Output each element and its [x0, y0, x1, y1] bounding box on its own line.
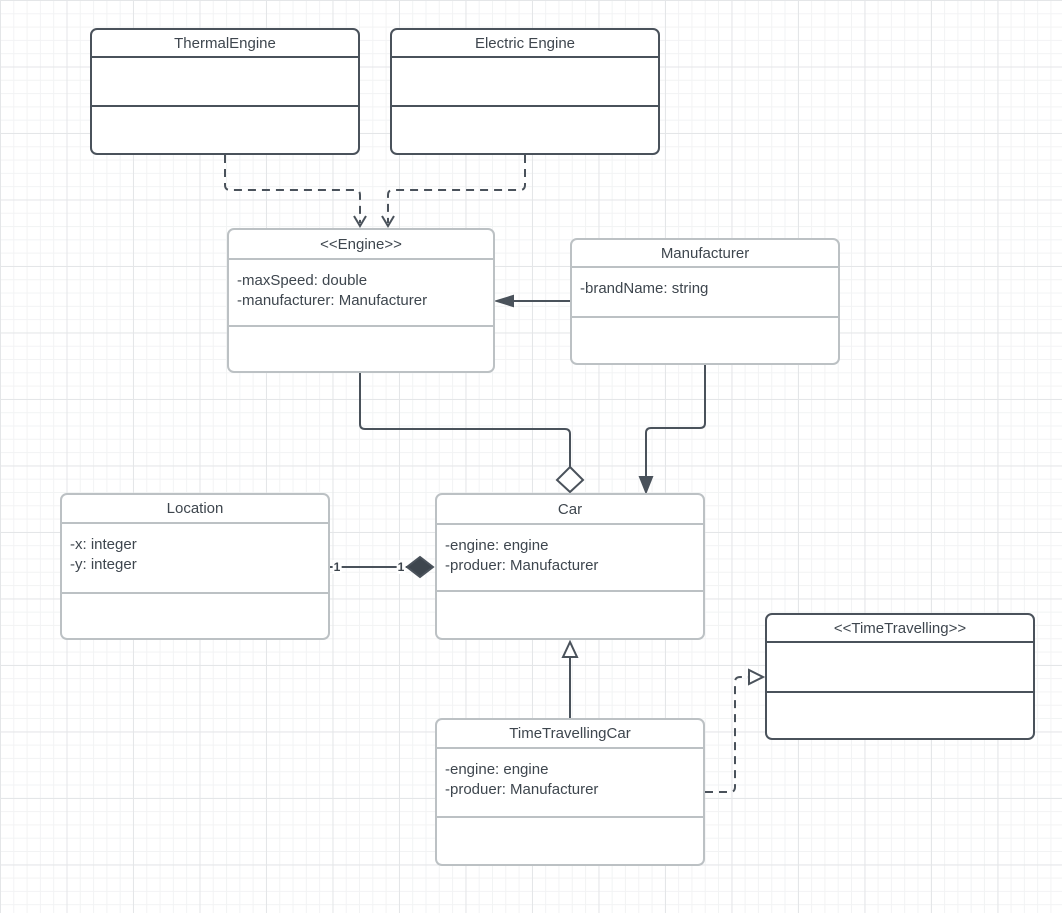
- hollow-triangle-icon: [748, 668, 766, 686]
- attribute: -maxSpeed: double: [237, 272, 368, 289]
- attribute: -x: integer: [70, 536, 137, 553]
- edge-electricengine-to-engine[interactable]: [381, 155, 526, 228]
- class-attributes: -x: integer -y: integer: [62, 524, 328, 594]
- filled-arrow-icon: [493, 294, 514, 308]
- class-title: Electric Engine: [392, 30, 658, 58]
- class-attributes: -maxSpeed: double -manufacturer: Manufac…: [229, 260, 493, 327]
- class-attributes: [92, 58, 358, 107]
- attribute: -engine: engine: [445, 537, 549, 554]
- class-title: Car: [437, 495, 703, 525]
- attribute: -produer: Manufacturer: [445, 781, 599, 798]
- attribute: -y: integer: [70, 556, 137, 573]
- class-manufacturer[interactable]: Manufacturer -brandName: string: [570, 238, 840, 365]
- class-attributes: -brandName: string: [572, 268, 838, 318]
- class-car[interactable]: Car -engine: engine -produer: Manufactur…: [435, 493, 705, 640]
- open-arrow-icon: [381, 215, 395, 228]
- open-arrow-icon: [353, 215, 367, 228]
- hollow-diamond-icon: [555, 465, 585, 494]
- class-title: Manufacturer: [572, 240, 838, 268]
- attribute: -manufacturer: Manufacturer: [237, 292, 428, 309]
- edge-location-to-car[interactable]: [330, 555, 435, 579]
- class-title: TimeTravellingCar: [437, 720, 703, 749]
- multiplicity-label-location: 1: [332, 560, 342, 574]
- class-attributes: [392, 58, 658, 107]
- filled-arrow-icon: [638, 476, 654, 495]
- class-electric-engine[interactable]: Electric Engine: [390, 28, 660, 155]
- class-title: ThermalEngine: [92, 30, 358, 58]
- attribute: -brandName: string: [580, 280, 709, 297]
- interface-timetravelling[interactable]: <<TimeTravelling>>: [765, 613, 1035, 740]
- attribute: -produer: Manufacturer: [445, 557, 599, 574]
- edge-thermalengine-to-engine[interactable]: [224, 155, 367, 228]
- class-attributes: -engine: engine -produer: Manufacturer: [437, 749, 703, 818]
- multiplicity-label-car: 1: [396, 560, 406, 574]
- class-title: Location: [62, 495, 328, 524]
- filled-diamond-icon: [405, 555, 435, 579]
- class-attributes: [767, 643, 1033, 693]
- edge-engine-to-car[interactable]: [359, 373, 585, 494]
- interface-engine[interactable]: <<Engine>> -maxSpeed: double -manufactur…: [227, 228, 495, 373]
- edge-timetravellingcar-to-car[interactable]: [561, 639, 579, 718]
- class-timetravellingcar[interactable]: TimeTravellingCar -engine: engine -produ…: [435, 718, 705, 866]
- attribute: -engine: engine: [445, 761, 549, 778]
- edge-timetravellingcar-to-timetravelling[interactable]: [705, 668, 766, 793]
- class-title: <<TimeTravelling>>: [767, 615, 1033, 643]
- hollow-triangle-icon: [561, 639, 579, 658]
- class-title: <<Engine>>: [229, 230, 493, 260]
- class-attributes: -engine: engine -produer: Manufacturer: [437, 525, 703, 592]
- class-location[interactable]: Location -x: integer -y: integer: [60, 493, 330, 640]
- edge-manufacturer-to-engine[interactable]: [493, 294, 570, 308]
- edge-manufacturer-to-car[interactable]: [638, 365, 706, 495]
- class-thermalengine[interactable]: ThermalEngine: [90, 28, 360, 155]
